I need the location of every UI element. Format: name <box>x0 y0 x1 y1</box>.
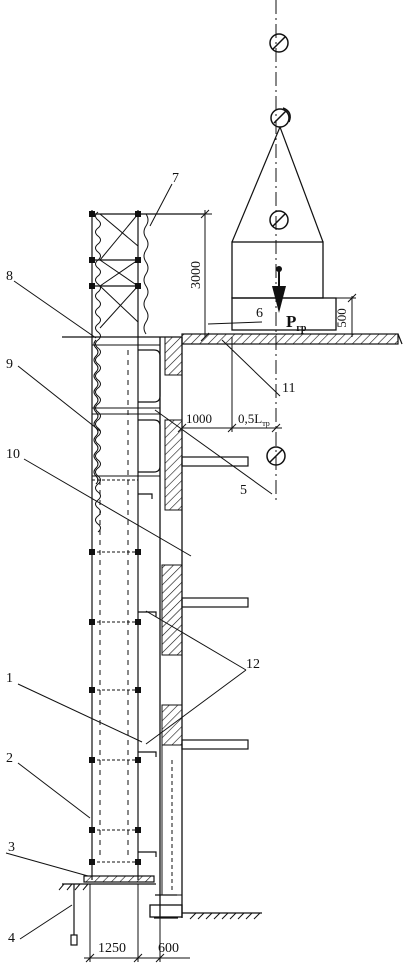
floor-slab-3 <box>181 739 249 750</box>
dimension-lines <box>84 209 357 963</box>
callout-5: 5 <box>240 483 247 498</box>
wall-pier-2 <box>164 419 183 511</box>
platform-frame-upper <box>138 349 161 403</box>
floor-slab-2 <box>181 597 249 608</box>
callout-7: 7 <box>172 171 179 186</box>
wall-pier-3 <box>161 564 183 656</box>
callout-8: 8 <box>6 269 13 284</box>
sling-right <box>279 126 324 243</box>
wall-anchors <box>138 493 157 857</box>
platform-frame-lower <box>138 419 161 473</box>
dim-1250: 1250 <box>98 941 126 956</box>
load-base <box>231 297 337 331</box>
callout-3: 3 <box>8 840 15 855</box>
crane-hook-group <box>231 0 337 500</box>
callout-6: 6 <box>256 306 263 321</box>
wall-footing <box>149 904 183 918</box>
load-arrow-icon <box>272 286 286 313</box>
hook-icon <box>270 107 291 128</box>
wall-pier-1 <box>164 336 183 376</box>
callout-4: 4 <box>8 931 15 946</box>
callout-labels: 1 2 3 4 5 6 7 8 9 10 11 12 <box>6 171 295 946</box>
dim-600: 600 <box>158 941 179 956</box>
sling-left <box>231 126 281 243</box>
callout-10: 10 <box>6 447 20 462</box>
safety-mesh <box>95 211 101 533</box>
hook-symbol-top <box>269 33 289 53</box>
callout-11: 11 <box>282 381 295 396</box>
dim-3000: 3000 <box>189 261 204 289</box>
scaffold-ledgers <box>92 336 160 863</box>
dim-500: 500 <box>334 308 349 328</box>
hook-symbol-bottom <box>266 446 286 466</box>
callout-12: 12 <box>246 657 260 672</box>
callout-1: 1 <box>6 671 13 686</box>
scaffold-nodes <box>89 211 141 865</box>
load-label: Pгр <box>286 312 307 334</box>
floor-slab-1 <box>181 456 249 467</box>
callout-9: 9 <box>6 357 13 372</box>
floor-slabs <box>181 456 262 920</box>
callout-2: 2 <box>6 751 13 766</box>
dim-1000: 1000 <box>186 411 212 426</box>
slab-top <box>181 333 399 345</box>
building-wall <box>149 336 183 919</box>
hook-symbol-mid <box>269 210 289 230</box>
base-plate <box>83 875 155 883</box>
scaffold <box>58 210 205 946</box>
net-element <box>143 213 149 335</box>
callout-leaders <box>5 183 281 940</box>
dim-05L: 0,5Lтр <box>238 411 270 428</box>
